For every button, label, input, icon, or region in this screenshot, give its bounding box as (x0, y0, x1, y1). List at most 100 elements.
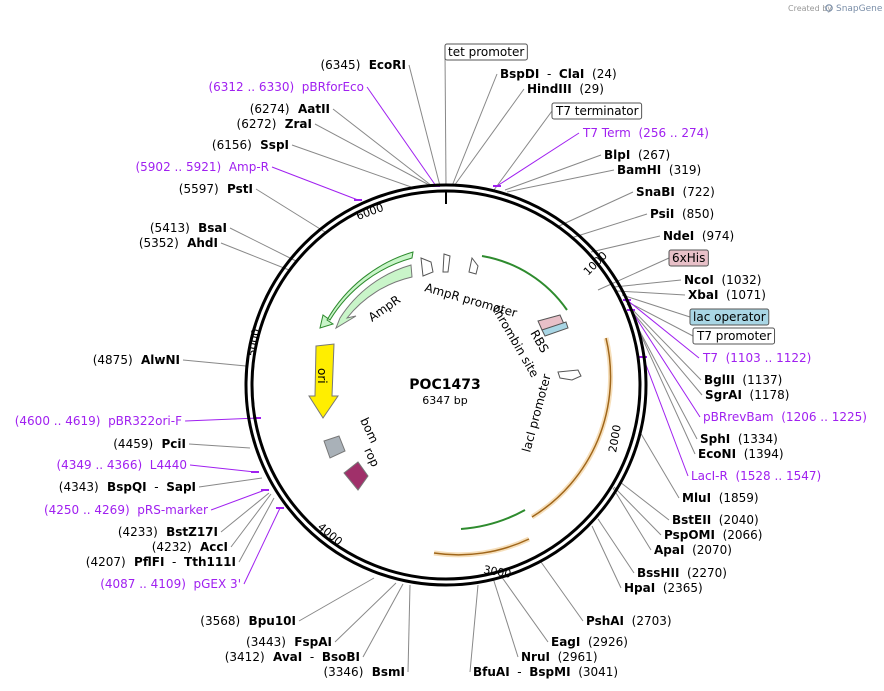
leader-bsmi (407, 584, 411, 673)
eagi-part-1: (2926) (580, 635, 628, 649)
xbai-part-0: XbaI (688, 288, 718, 302)
site-label-avai[interactable]: (3412) AvaI - BsoBI (225, 650, 360, 664)
pcii-part-1: PciI (153, 437, 186, 451)
site-label-l4440[interactable]: (4349 .. 4366) L4440 (56, 458, 187, 472)
leader-laci-r (642, 356, 689, 477)
site-label-t7-promoter[interactable]: T7 promoter (696, 329, 772, 343)
site-label-pbr322ori-f[interactable]: (4600 .. 4619) pBR322ori-F (15, 414, 182, 428)
site-label-pgex-3[interactable]: (4087 .. 4109) pGEX 3' (100, 577, 241, 591)
ecori-part-1: EcoRI (360, 58, 406, 72)
site-label-bsai[interactable]: (5413) BsaI (150, 221, 227, 235)
site-label-bfuai[interactable]: BfuAI - BspMI (3041) (473, 665, 618, 679)
lac-operator-part-0: lac operator (693, 310, 766, 324)
site-label-bsmi[interactable]: (3346) BsmI (323, 665, 405, 679)
laci-promoter-feature (557, 369, 582, 381)
sphi-part-0: SphI (700, 432, 730, 446)
site-label-6xhis[interactable]: 6xHis (672, 251, 705, 265)
site-label-pcii[interactable]: (4459) PciI (113, 437, 186, 451)
bsmi-part-1: BsmI (363, 665, 405, 679)
site-label-bstz17i[interactable]: (4233) BstZ17I (118, 525, 218, 539)
leader-alwni (182, 359, 247, 367)
leader-6xhis (597, 257, 670, 291)
t7-part-1: (1103 .. 1122) (718, 351, 811, 365)
site-label-sgrai[interactable]: SgrAI (1178) (705, 388, 789, 402)
leader-pgex-3 (243, 507, 281, 585)
site-label-sphi[interactable]: SphI (1334) (700, 432, 778, 446)
site-label-prs-marker[interactable]: (4250 .. 4269) pRS-marker (44, 503, 208, 517)
site-label-t7[interactable]: T7 (1103 .. 1122) (702, 351, 811, 365)
leader-ndei (590, 235, 661, 253)
site-label-mlui[interactable]: MluI (1859) (682, 491, 759, 505)
bspqi-part-1: BspQI (99, 480, 147, 494)
site-label-lac-operator[interactable]: lac operator (693, 310, 766, 324)
feature-label-ori: ori (315, 368, 329, 384)
bglii-part-1: (1137) (735, 373, 783, 387)
site-label-tet-promoter[interactable]: tet promoter (448, 45, 524, 59)
ecori-part-0: (6345) (320, 58, 360, 72)
site-label-nrui[interactable]: NruI (2961) (521, 650, 598, 664)
site-label-pflfi[interactable]: (4207) PflFI - Tth111I (86, 555, 236, 569)
site-label-pshai[interactable]: PshAI (2703) (586, 614, 672, 628)
rop-feature (343, 461, 369, 491)
feature-label-rop: rop (361, 445, 382, 469)
site-label-laci-r[interactable]: LacI-R (1528 .. 1547) (691, 469, 821, 483)
eagi-part-0: EagI (551, 635, 580, 649)
site-label-xbai[interactable]: XbaI (1071) (688, 288, 766, 302)
t7-part-0: T7 (702, 351, 718, 365)
site-label-hpai[interactable]: HpaI (2365) (624, 581, 703, 595)
nrui-part-0: NruI (521, 650, 550, 664)
leader-bamhi (506, 169, 615, 193)
pflfi-part-2: - (164, 555, 184, 569)
site-label-apai[interactable]: ApaI (2070) (654, 543, 732, 557)
leader-hpai (591, 525, 622, 589)
site-label-alwni[interactable]: (4875) AlwNI (93, 353, 180, 367)
site-label-psii[interactable]: PsiI (850) (650, 207, 714, 221)
pgex-3-part-0: (4087 .. 4109) (100, 577, 186, 591)
site-label-psti[interactable]: (5597) PstI (179, 182, 253, 196)
bglii-part-0: BglII (704, 373, 735, 387)
site-label-bamhi[interactable]: BamHI (319) (617, 163, 701, 177)
site-label-bpu10i[interactable]: (3568) Bpu10I (200, 614, 296, 628)
site-label-blpi[interactable]: BlpI (267) (604, 148, 670, 162)
site-label-hindiii[interactable]: HindIII (29) (527, 82, 604, 96)
site-label-bglii[interactable]: BglII (1137) (704, 373, 782, 387)
site-label-pbrforeco[interactable]: (6312 .. 6330) pBRforEco (208, 80, 364, 94)
site-label-bsshii[interactable]: BssHII (2270) (637, 566, 727, 580)
site-label-ndei[interactable]: NdeI (974) (663, 229, 734, 243)
leader-bspdi (451, 73, 498, 187)
site-label-bspqi[interactable]: (4343) BspQI - SapI (59, 480, 196, 494)
site-label-fspai[interactable]: (3443) FspAI (246, 635, 332, 649)
site-label-econi[interactable]: EcoNI (1394) (698, 447, 784, 461)
site-label-ahdi[interactable]: (5352) AhdI (139, 236, 218, 250)
leader-blpi (504, 154, 602, 191)
site-label-t7-terminator[interactable]: T7 terminator (555, 104, 639, 118)
site-label-sspi[interactable]: (6156) SspI (212, 138, 289, 152)
pshai-part-0: PshAI (586, 614, 624, 628)
leader-snabi (558, 191, 634, 227)
ncoi-part-1: (1032) (714, 273, 762, 287)
site-label-ncoi[interactable]: NcoI (1032) (684, 273, 761, 287)
site-label-pspomi[interactable]: PspOMI (2066) (664, 528, 762, 542)
mlui-part-0: MluI (682, 491, 711, 505)
hpai-part-0: HpaI (624, 581, 655, 595)
site-label-ecori[interactable]: (6345) EcoRI (320, 58, 406, 72)
site-label-pbrrevbam[interactable]: pBRrevBam (1206 .. 1225) (703, 410, 867, 424)
apai-part-1: (2070) (684, 543, 732, 557)
pbrforeco-part-1: pBRforEco (294, 80, 364, 94)
site-leader-lines (182, 51, 703, 673)
site-label-eagi[interactable]: EagI (2926) (551, 635, 628, 649)
pgex-3-part-1: pGEX 3' (186, 577, 241, 591)
site-label-amp-r[interactable]: (5902 .. 5921) Amp-R (135, 160, 269, 174)
site-label-acci[interactable]: (4232) AccI (152, 540, 228, 554)
feature-box-6xhis (668, 249, 709, 267)
ncoi-part-0: NcoI (684, 273, 714, 287)
site-label-bsteii[interactable]: BstEII (2040) (672, 513, 759, 527)
bpu10i-part-1: Bpu10I (240, 614, 296, 628)
site-label-aatii[interactable]: (6274) AatII (250, 102, 330, 116)
site-label-zrai[interactable]: (6272) ZraI (237, 117, 312, 131)
site-label-t7-term[interactable]: T7 Term (256 .. 274) (582, 126, 709, 140)
site-label-snabi[interactable]: SnaBI (722) (636, 185, 715, 199)
pbrrevbam-part-1: (1206 .. 1225) (774, 410, 867, 424)
site-label-bspdi[interactable]: BspDI - ClaI (24) (500, 67, 617, 81)
zrai-part-1: ZraI (276, 117, 312, 131)
